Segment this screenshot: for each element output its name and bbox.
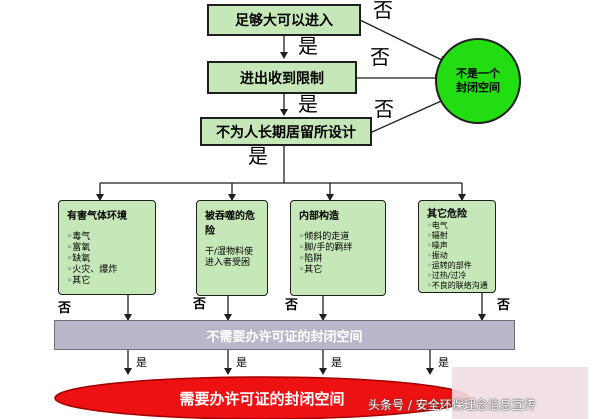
no-label-2: 否: [370, 45, 390, 69]
list-item: ◦倾斜的走道: [299, 232, 350, 242]
yes-label-5: 是: [236, 356, 247, 369]
list-item: ◦毒气: [67, 232, 91, 242]
category-internal-structure: 内部构造 ◦倾斜的走道 ◦脚/手的羁绊 ◦陷阱 ◦其它: [290, 200, 386, 296]
no-label-5: 否: [193, 297, 207, 312]
not-enclosed-label: 不是一个 封闭空间: [456, 67, 500, 94]
list-item: ◦缺氧: [67, 254, 91, 264]
watermark-text: 头条号 / 安全环保理念信息宣传: [368, 398, 536, 412]
list-item: ◦脚/手的羁绊: [299, 243, 353, 253]
category-engulfment: 被吞噬的危险 干/湿物料使 进入者受困: [196, 200, 268, 296]
list-item: ◦过热/过冷: [427, 271, 467, 280]
list-item: 进入者受困: [205, 258, 251, 268]
permit-required-label: 需要办许可证的封闭空间: [179, 390, 345, 408]
no-label-6: 否: [285, 298, 299, 313]
list-item: ◦振动: [427, 251, 448, 260]
watermark-badge: [452, 367, 588, 419]
yes-label-2: 是: [298, 92, 318, 116]
yes-label-6: 是: [331, 356, 342, 369]
step-box-size: 足够大可以进入: [207, 4, 361, 36]
no-permit-bar: 不需要办许可证的封闭空间: [54, 320, 515, 350]
list-item: ◦电气: [427, 221, 448, 230]
list-item: 干/湿物料使: [205, 247, 254, 257]
yes-label-1: 是: [298, 34, 318, 58]
list-item: ◦不良的联络沟通: [427, 281, 488, 290]
list-item: ◦火灾、爆炸: [67, 265, 118, 275]
category-title: 有害气体环境: [67, 211, 127, 222]
category-title: 其它危险: [427, 209, 467, 220]
not-enclosed-circle: [435, 38, 521, 124]
category-title: 被吞噬的危险: [205, 211, 255, 237]
step-box-design: 不为人长期居留所设计: [200, 117, 372, 146]
yes-label-7: 是: [438, 356, 449, 369]
category-title: 内部构造: [299, 211, 339, 222]
no-label-7: 否: [497, 298, 511, 313]
yes-label-4: 是: [136, 356, 147, 369]
no-label-4: 否: [58, 301, 72, 316]
list-item: ◦其它: [67, 276, 91, 286]
list-item: ◦辐射: [427, 231, 448, 240]
category-other-hazards: 其它危险 ◦电气 ◦辐射 ◦噪声 ◦振动 ◦运转的部件 ◦过热/过冷 ◦不良的联…: [418, 200, 496, 293]
yes-label-3: 是: [248, 144, 268, 168]
no-label-3: 否: [374, 97, 394, 121]
category-harmful-gas: 有害气体环境 ◦毒气 ◦富氧 ◦缺氧 ◦火灾、爆炸 ◦其它: [58, 200, 156, 295]
list-item: ◦陷阱: [299, 254, 323, 264]
list-item: ◦噪声: [427, 241, 448, 250]
list-item: ◦运转的部件: [427, 261, 472, 270]
list-item: ◦其它: [299, 265, 323, 275]
no-label-1: 否: [373, 0, 393, 22]
list-item: ◦富氧: [67, 243, 91, 253]
step-box-access: 进出收到限制: [207, 61, 357, 94]
